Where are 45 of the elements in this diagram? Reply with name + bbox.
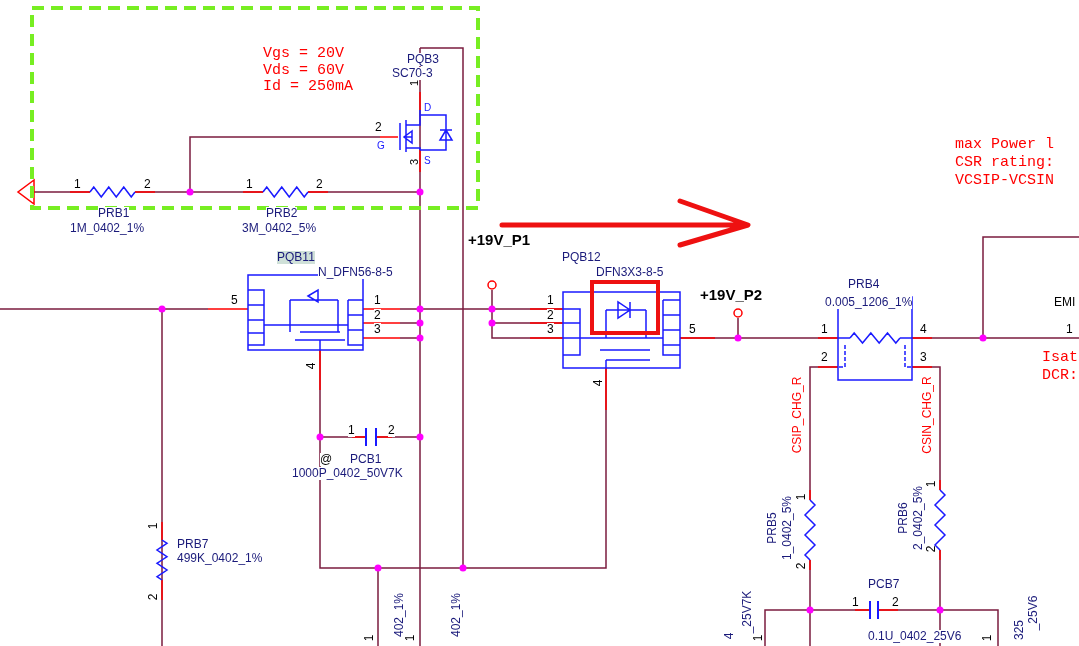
pin-number: 1 xyxy=(404,634,418,642)
pin-number: 4 xyxy=(723,632,737,640)
assembly-mark: @ xyxy=(320,453,333,467)
component-value: 0.005_1206_1% xyxy=(825,296,913,310)
net-label: CSIP_CHG_R xyxy=(791,376,805,454)
pin-name: G xyxy=(377,140,385,151)
package-label: N_DFN56-8-5 xyxy=(318,266,393,280)
component-designator: PQB11 xyxy=(277,251,315,265)
component-designator: PQB12 xyxy=(562,251,601,265)
pin-number: 1 xyxy=(407,79,421,87)
component-value: 402_1% xyxy=(393,593,407,637)
pin-number: 4 xyxy=(592,379,606,387)
pin-number: 4 xyxy=(305,362,319,370)
net-label: +19V_P1 xyxy=(468,232,531,249)
pin-number: 1 xyxy=(363,634,377,642)
component-designator: PRB5 xyxy=(766,512,780,544)
component-value: 1_0402_5% xyxy=(781,495,795,561)
component-value: _25V7K xyxy=(741,590,755,634)
pin-name: D xyxy=(424,102,432,113)
pin-number: 1 xyxy=(752,634,766,642)
component-value: 0.1U_0402_25V6 xyxy=(868,630,962,644)
component-value: 1M_0402_1% xyxy=(70,222,145,236)
component-value: 2_0402_5% xyxy=(912,485,926,551)
pin-number: 2 xyxy=(388,424,395,438)
component-value: _25V6 xyxy=(1027,595,1041,631)
pin-number: 1 xyxy=(348,424,355,438)
component-value: 499K_0402_1% xyxy=(177,552,263,566)
pin-number: 1 xyxy=(925,480,939,488)
component-value: 1000P_0402_50V7K xyxy=(292,467,403,481)
component-value: 3M_0402_5% xyxy=(242,222,317,236)
pin-number: 1 xyxy=(147,522,161,530)
component-value: 402_1% xyxy=(450,593,464,637)
pin-number: 1 xyxy=(795,493,809,501)
pin-number: 2 xyxy=(925,545,939,553)
pin-number: 1 xyxy=(981,634,995,642)
component-designator: PRB6 xyxy=(897,502,911,534)
component-value: 325 xyxy=(1013,620,1027,640)
pin-number: 2 xyxy=(795,562,809,570)
package-label: SC70-3 xyxy=(392,67,433,81)
component-designator: PQB3 xyxy=(407,53,439,67)
pin-name: S xyxy=(424,155,431,166)
net-label: CSIN_CHG_R xyxy=(921,376,935,454)
net-label: +19V_P2 xyxy=(700,287,763,304)
pin-number: 3 xyxy=(407,158,421,166)
pin-number: 2 xyxy=(147,593,161,601)
